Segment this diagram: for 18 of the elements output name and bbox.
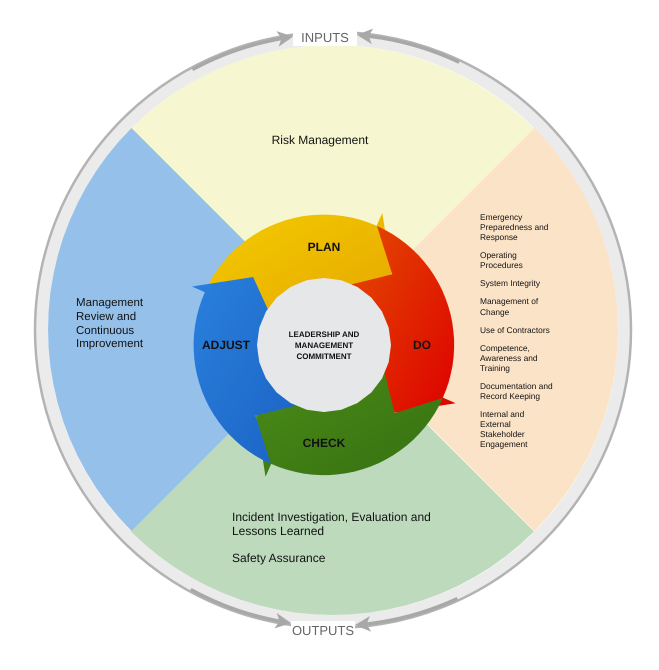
element-text: Emergency Preparedness and Response [480, 212, 550, 242]
stage-label: ADJUST [200, 336, 251, 353]
element-text: System Integrity [480, 278, 542, 288]
center-text: LEADERSHIP AND MANAGEMENT COMMITMENT [288, 329, 360, 362]
stage-label: CHECK [302, 434, 346, 451]
element-text: Competence, Awareness and Training [480, 342, 539, 373]
element-text: Management Review and Continuous Improvement [76, 296, 144, 352]
element-text: Documentation and Record Keeping [480, 380, 554, 402]
element-text: Safety Assurance [232, 551, 326, 566]
stage-label: DO [412, 336, 432, 353]
element-text: Use of Contractors [480, 324, 551, 335]
element-text: Risk Management [270, 133, 370, 148]
element-text: Internal and External Stakeholder Engagement [480, 409, 528, 450]
element-text: Management of Change [480, 296, 540, 317]
stage-label: PLAN [306, 238, 342, 255]
flow-label: INPUTS [293, 28, 357, 46]
element-text: Incident Investigation, Evaluation and Lessons Learned [232, 510, 432, 539]
element-text: Operating Procedures [480, 250, 524, 270]
